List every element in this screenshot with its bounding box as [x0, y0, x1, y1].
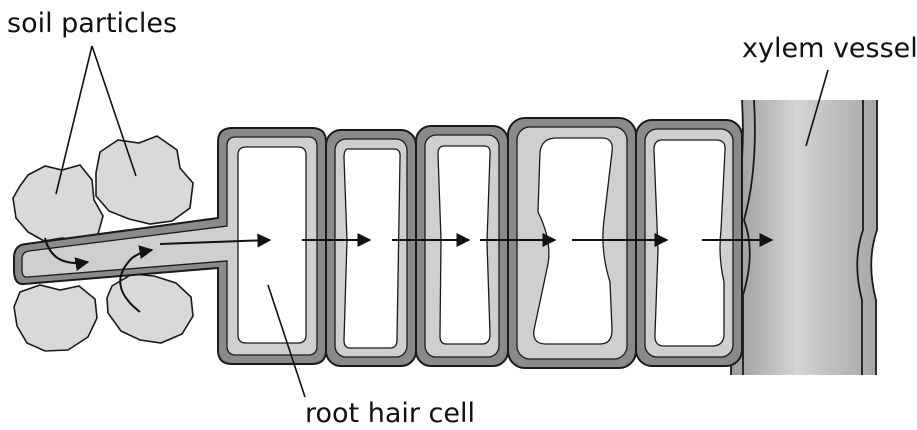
cortex-cell — [416, 126, 508, 366]
root-hair-vacuole — [238, 147, 306, 343]
label-soil-particles: soil particles — [7, 8, 177, 39]
cortex-cell — [636, 120, 742, 366]
cortex-cell — [326, 130, 416, 366]
soil-particle — [13, 165, 103, 241]
xylem-vessel — [731, 100, 877, 375]
soil-particle — [14, 285, 97, 351]
cortex-cells — [326, 118, 742, 368]
soil-particle — [96, 136, 193, 224]
label-root-hair-cell: root hair cell — [305, 398, 475, 429]
cortex-cell — [508, 118, 636, 368]
label-xylem-vessel: xylem vessel — [742, 33, 917, 64]
